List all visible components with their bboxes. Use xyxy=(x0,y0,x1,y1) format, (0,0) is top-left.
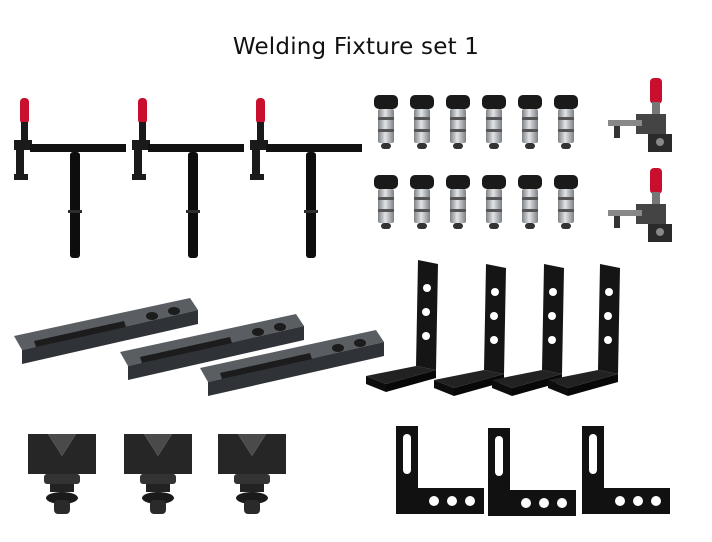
locating-pin xyxy=(410,95,434,149)
flat-stop-bar-group xyxy=(14,290,384,410)
page-title: Welding Fixture set 1 xyxy=(232,34,480,60)
locating-pin xyxy=(554,175,578,229)
l-square-stop xyxy=(488,428,576,516)
toggle-clamp-group xyxy=(604,74,684,254)
v-block-group xyxy=(24,428,304,528)
locating-pin xyxy=(374,175,398,229)
locating-pin xyxy=(410,175,434,229)
screw-clamp xyxy=(132,98,244,258)
locating-pin xyxy=(482,175,506,229)
locating-pin-group xyxy=(372,95,592,255)
v-block-prism xyxy=(28,434,96,514)
screw-clamp-group xyxy=(14,92,362,262)
locating-pin xyxy=(446,95,470,149)
toggle-clamp xyxy=(608,78,672,152)
v-block-prism xyxy=(218,434,286,514)
screw-clamp xyxy=(14,98,126,258)
locating-pin xyxy=(518,95,542,149)
screw-clamp xyxy=(250,98,362,258)
l-square-stop xyxy=(582,426,670,514)
locating-pin xyxy=(482,95,506,149)
angle-bracket xyxy=(434,264,506,396)
locating-pin xyxy=(554,95,578,149)
angle-bracket-group xyxy=(366,260,652,400)
l-square-stop xyxy=(396,426,484,514)
v-block-prism xyxy=(124,434,192,514)
angle-bracket xyxy=(366,260,438,392)
locating-pin xyxy=(374,95,398,149)
locating-pin xyxy=(518,175,542,229)
l-square-stop-group xyxy=(392,422,678,522)
locating-pin xyxy=(446,175,470,229)
toggle-clamp xyxy=(608,168,672,242)
